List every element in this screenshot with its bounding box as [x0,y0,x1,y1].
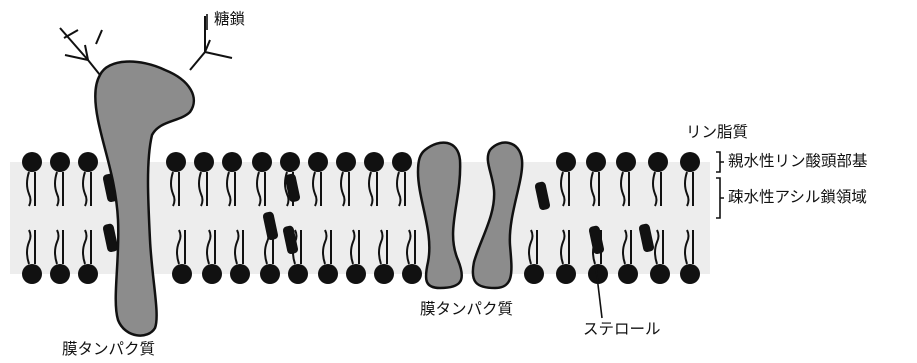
lipid-head-top [336,152,356,172]
acyl-chain-label: 疎水性アシル鎖領域 [728,190,867,206]
membrane-protein-center-label: 膜タンパク質 [420,302,513,318]
lipid-head-top [392,152,412,172]
lipid-head-bottom [288,264,308,284]
lipid-head-top [648,152,668,172]
lipid-head-top [78,152,98,172]
phospholipid-label: リン脂質 [686,125,748,141]
lipid-head-top [556,152,576,172]
lipid-head-bottom [50,264,70,284]
lipid-head-bottom [230,264,250,284]
acyl-chain-bracket [716,178,724,218]
lipid-head-top [280,152,300,172]
lipid-head-bottom [172,264,192,284]
membrane-protein-left-label: 膜タンパク質 [62,342,155,358]
lipid-head-bottom [260,264,280,284]
lipid-head-bottom [22,264,42,284]
lipid-head-top [586,152,606,172]
lipid-head-top [194,152,214,172]
lipid-head-bottom [402,264,422,284]
lipid-head-bottom [78,264,98,284]
lipid-head-top [308,152,328,172]
lipid-head-bottom [202,264,222,284]
lipid-head-top [364,152,384,172]
lipid-head-bottom [680,264,700,284]
lipid-head-bottom [618,264,638,284]
head-group-label: 親水性リン酸頭部基 [728,154,868,170]
lipid-head-top [616,152,636,172]
head-group-bracket [716,152,724,172]
lipid-head-bottom [650,264,670,284]
lipid-head-bottom [556,264,576,284]
lipid-head-top [166,152,186,172]
lipid-head-bottom [374,264,394,284]
glycan-label: 糖鎖 [214,12,245,28]
sterol-label: ステロール [583,322,661,338]
lipid-head-top [680,152,700,172]
glycan-left [60,28,102,75]
lipid-head-top [252,152,272,172]
lipid-head-top [50,152,70,172]
lipid-head-bottom [524,264,544,284]
lipid-head-top [22,152,42,172]
lipid-head-bottom [318,264,338,284]
lipid-head-top [222,152,242,172]
lipid-head-bottom [346,264,366,284]
